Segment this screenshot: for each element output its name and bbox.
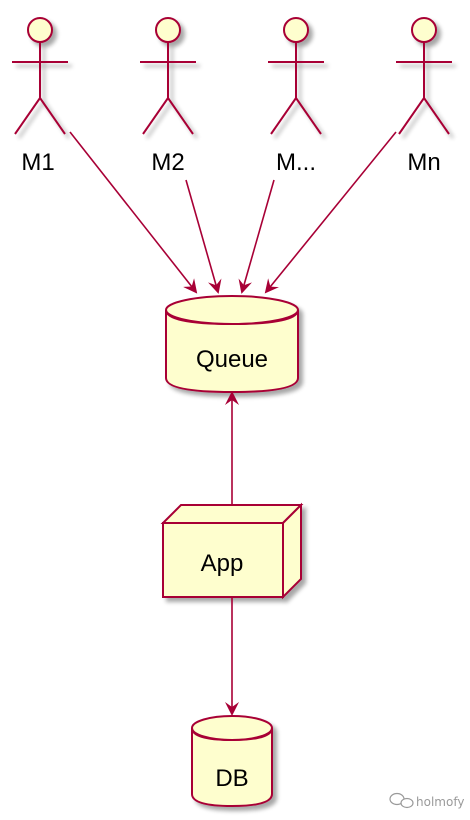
queue-label: Queue <box>196 346 268 373</box>
watermark-text: holmofy <box>416 795 464 809</box>
actor-label-m1: M1 <box>21 149 54 176</box>
app-label: App <box>201 550 244 577</box>
wechat-icon <box>389 792 414 809</box>
edge-m1-queue <box>69 131 198 294</box>
db-label: DB <box>215 765 248 792</box>
edge-m3-queue <box>238 179 275 294</box>
actor-mn <box>396 17 452 135</box>
actor-label-mn: Mn <box>407 149 440 176</box>
actor-m2 <box>140 17 196 135</box>
db-database <box>191 715 273 808</box>
edge-m2-queue <box>185 179 222 294</box>
queue-database <box>165 295 299 394</box>
actor-label-m2: M2 <box>151 149 184 176</box>
actor-m3 <box>268 17 324 135</box>
app-node <box>160 502 304 600</box>
edge-mn-queue <box>264 131 397 294</box>
actor-m1 <box>12 17 68 135</box>
actor-label-m3: M... <box>276 149 316 176</box>
